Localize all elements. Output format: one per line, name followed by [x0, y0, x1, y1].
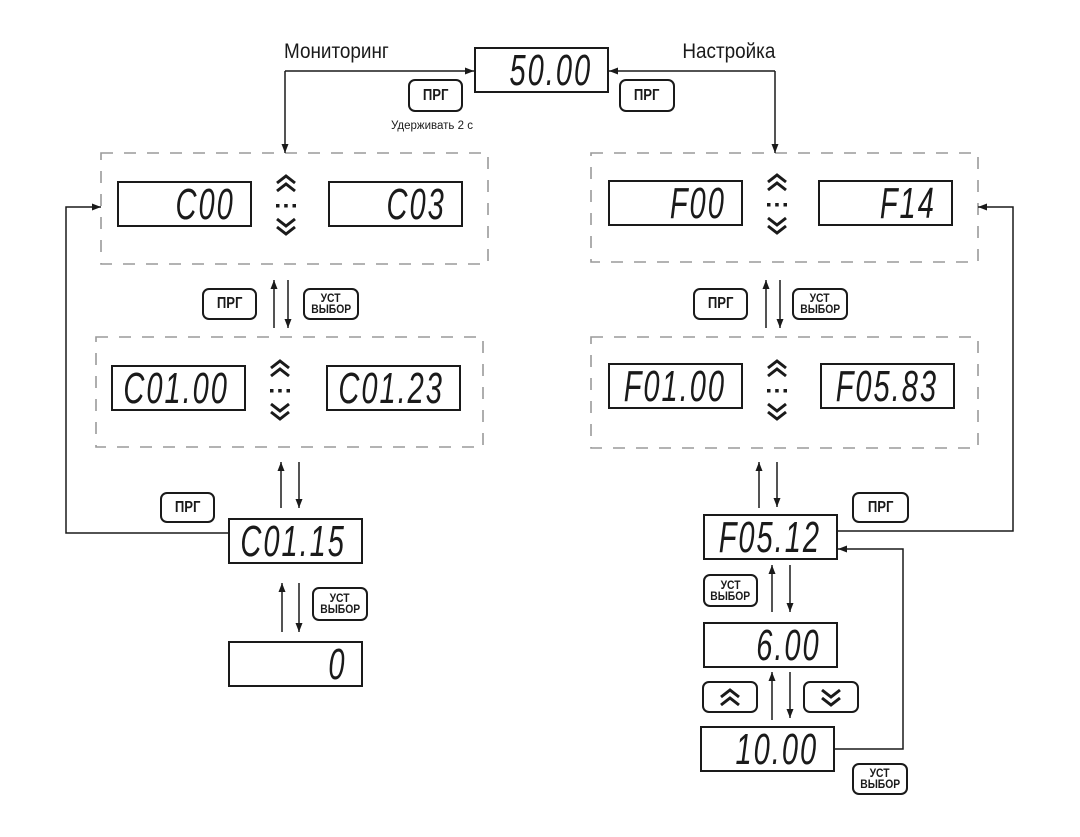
- double-chevron-up-icon: [720, 687, 740, 706]
- set-select-key: УСТ ВЫБОР: [792, 288, 848, 320]
- settings-label: Настройка: [681, 40, 775, 63]
- display-text: C00: [175, 180, 235, 229]
- key-label-line1: УСТ: [720, 577, 741, 592]
- down-key: [803, 681, 859, 713]
- arrow-save-return: [835, 545, 904, 750]
- key-label-line1: УСТ: [870, 766, 890, 780]
- double-chevron-up-icon: [767, 173, 787, 192]
- monitoring-label: Мониторинг: [284, 40, 389, 63]
- settings-group-last-display: F14: [818, 180, 953, 226]
- display-text: F14: [880, 179, 936, 228]
- monitoring-param-value-display: 0: [228, 641, 363, 687]
- monitoring-group-first-display: C00: [117, 181, 252, 227]
- arrow-settings-return: [838, 203, 1014, 532]
- display-text: C01.23: [338, 364, 444, 413]
- monitoring-param-first-display: C01.00: [111, 365, 246, 411]
- key-label-line2: ВЫБОР: [860, 777, 900, 791]
- ellipsis-icon: [767, 203, 787, 207]
- key-label: ПРГ: [216, 295, 243, 312]
- key-label: ПРГ: [174, 498, 201, 516]
- settings-param-first-display: F01.00: [608, 363, 743, 409]
- ellipsis-icon: [276, 204, 296, 208]
- key-label-line1: УСТ: [810, 291, 830, 305]
- double-chevron-down-icon: [767, 402, 787, 421]
- double-chevron-up-icon: [276, 174, 296, 193]
- key-label-line1: УСТ: [330, 591, 350, 605]
- settings-param-last-display: F05.83: [820, 363, 955, 409]
- settings-params-frame: [590, 336, 979, 449]
- double-chevron-up-icon: [767, 359, 787, 378]
- key-label: ПРГ: [707, 295, 734, 312]
- double-chevron-down-icon: [767, 216, 787, 235]
- scroll-range-indicator: [765, 173, 789, 237]
- settings-group-first-display: F00: [608, 180, 743, 226]
- scroll-range-indicator: [274, 174, 298, 238]
- display-text: F00: [670, 179, 726, 228]
- monitoring-param-last-display: C01.23: [326, 365, 461, 411]
- settings-param-value-display: 6.00: [703, 622, 838, 668]
- key-label: ПРГ: [422, 86, 449, 104]
- key-label-line1: УСТ: [321, 291, 341, 305]
- ellipsis-icon: [270, 389, 290, 393]
- settings-edited-value-display: 10.00: [700, 726, 835, 772]
- monitoring-params-frame: [95, 336, 484, 448]
- display-text: 0: [327, 640, 346, 689]
- monitoring-groups-frame: [100, 152, 489, 265]
- prg-key: ПРГ: [852, 492, 909, 523]
- double-chevron-down-icon: [276, 217, 296, 236]
- key-label-line2: ВЫБОР: [320, 602, 360, 616]
- display-text: F05.83: [835, 362, 938, 411]
- main-value-display: 50.00: [474, 47, 609, 93]
- set-select-key: УСТ ВЫБОР: [312, 587, 368, 621]
- set-select-key: УСТ ВЫБОР: [852, 763, 908, 795]
- prg-key-settings: ПРГ: [619, 79, 675, 112]
- key-label: ПРГ: [867, 498, 894, 516]
- double-chevron-down-icon: [821, 688, 841, 707]
- display-text: 6.00: [756, 621, 821, 670]
- display-text: C01.00: [123, 364, 229, 413]
- prg-key: ПРГ: [693, 288, 748, 320]
- key-label-line2: ВЫБОР: [710, 588, 751, 603]
- ellipsis-icon: [767, 389, 787, 393]
- display-text: 50.00: [509, 46, 592, 95]
- display-text: C03: [386, 180, 446, 229]
- settings-selected-param-display: F05.12: [703, 514, 838, 560]
- double-chevron-down-icon: [270, 402, 290, 421]
- scroll-range-indicator: [765, 359, 789, 423]
- key-label-line2: ВЫБОР: [311, 302, 351, 316]
- monitoring-selected-param-display: C01.15: [228, 518, 363, 564]
- display-text: F05.12: [718, 513, 821, 562]
- hold-duration-note: Удерживать 2 с: [391, 120, 473, 132]
- set-select-key: УСТ ВЫБОР: [703, 574, 758, 607]
- display-text: C01.15: [240, 517, 346, 566]
- set-select-key: УСТ ВЫБОР: [303, 288, 359, 320]
- arrow-monitoring-return: [65, 203, 228, 534]
- key-label: ПРГ: [634, 86, 660, 104]
- up-key: [702, 681, 758, 713]
- monitoring-group-last-display: C03: [328, 181, 463, 227]
- scroll-range-indicator: [268, 359, 292, 423]
- display-text: 10.00: [735, 725, 818, 774]
- prg-key: ПРГ: [160, 492, 215, 523]
- display-text: F01.00: [623, 362, 726, 411]
- prg-key-hold: ПРГ: [408, 79, 463, 112]
- double-chevron-up-icon: [270, 359, 290, 378]
- key-label-line2: ВЫБОР: [800, 302, 840, 316]
- prg-key: ПРГ: [202, 288, 257, 320]
